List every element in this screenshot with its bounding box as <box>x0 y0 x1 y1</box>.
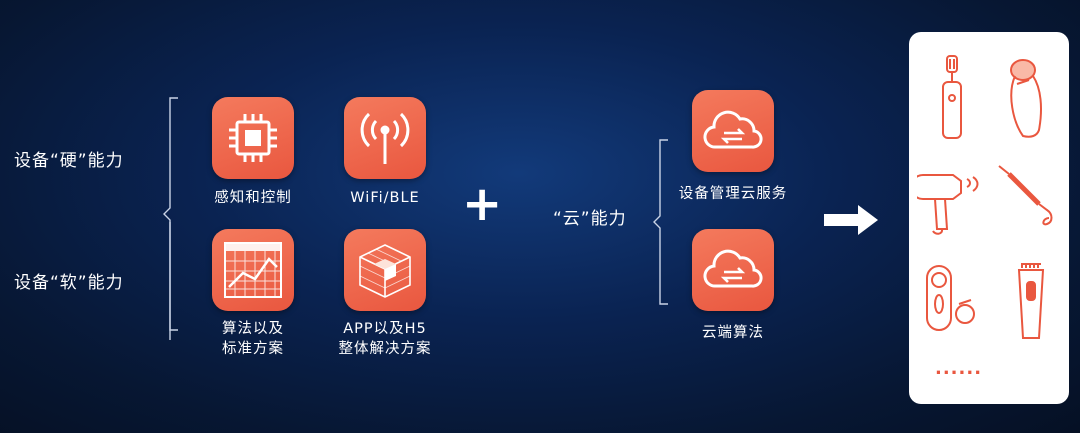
chart-grid-icon <box>212 229 294 311</box>
wifi-caption: WiFi/BLE <box>350 190 420 206</box>
device-panel: ...... <box>909 32 1069 404</box>
app-h5-caption: APP以及H5 整体解决方案 <box>339 319 432 359</box>
cloud-sync-icon <box>692 90 774 172</box>
software-capability-label: 设备“软”能力 <box>14 273 124 293</box>
cloud-algorithm-caption: 云端算法 <box>702 325 764 341</box>
cloud-brace <box>653 139 668 305</box>
app-h5-caption-line2: 整体解决方案 <box>338 341 432 357</box>
algorithm-caption-line2: 标准方案 <box>222 341 284 357</box>
facial-cleanser-icon <box>926 265 975 331</box>
curling-iron-icon <box>998 165 1053 226</box>
algorithm-caption: 算法以及 标准方案 <box>222 319 284 359</box>
cloud-capability-label: “云”能力 <box>553 209 627 229</box>
plus-symbol: + <box>462 176 503 232</box>
left-brace <box>163 97 178 340</box>
more-devices-ellipsis: ...... <box>935 358 983 379</box>
hair-dryer-icon <box>917 174 979 235</box>
algorithm-caption-line1: 算法以及 <box>222 321 284 337</box>
shaver-icon <box>1010 59 1042 138</box>
app-h5-caption-line1: APP以及H5 <box>343 321 427 337</box>
electric-toothbrush-icon <box>942 55 962 139</box>
hardware-capability-label: 设备“硬”能力 <box>14 151 124 171</box>
cloud-management-caption: 设备管理云服务 <box>678 186 788 202</box>
chip-icon <box>212 97 294 179</box>
arrow-right-icon <box>824 205 878 235</box>
cube-icon <box>344 229 426 311</box>
cloud-algorithm-icon <box>692 229 774 311</box>
wifi-antenna-icon <box>344 97 426 179</box>
hair-clipper-icon <box>1017 263 1045 339</box>
chip-caption: 感知和控制 <box>214 190 292 206</box>
